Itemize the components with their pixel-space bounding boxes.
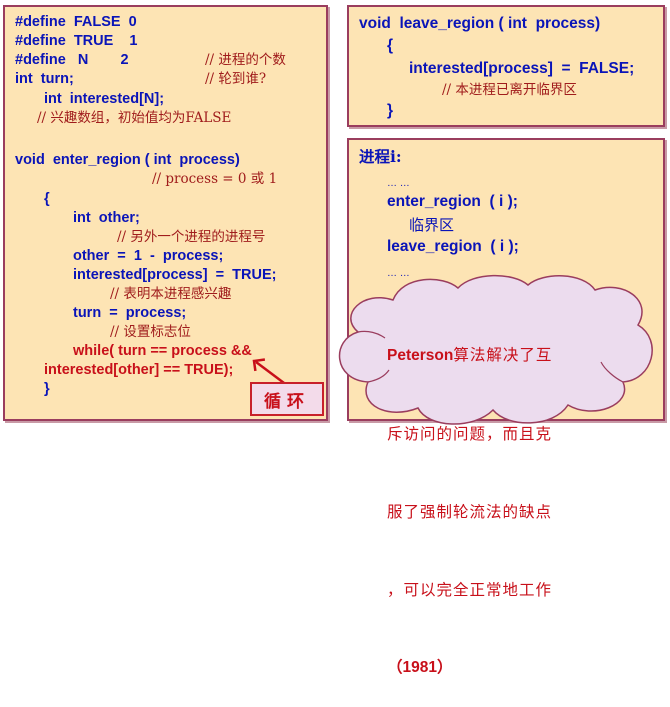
open-brace: {	[387, 37, 394, 54]
process-i-title: 进程i:	[359, 147, 402, 166]
int-turn-line: int turn;	[15, 71, 74, 87]
enter-region-code-panel: #define FALSE 0 #define TRUE 1 #define N…	[3, 5, 328, 421]
open-brace: {	[44, 191, 50, 207]
loop-label: 循环	[250, 382, 324, 416]
peterson-word: Peterson	[387, 347, 454, 364]
callout-line-3: 服了强制轮流法的缺点	[387, 503, 553, 521]
close-brace: }	[44, 381, 50, 397]
other-assign-line: other = 1 - process;	[73, 248, 224, 264]
comment-left-critical-region: // 本进程已离开临界区	[442, 82, 577, 98]
while-loop-line-1: while( turn == process &&	[73, 343, 252, 359]
define-n-line: #define N 2	[15, 52, 129, 68]
comment-other-process: // 另外一个进程的进程号	[117, 229, 266, 245]
ellipsis-before: … …	[387, 178, 410, 189]
leave-region-call: leave_region ( i );	[387, 238, 519, 255]
close-brace: }	[387, 102, 394, 119]
int-other-line: int other;	[73, 210, 140, 226]
ellipsis-after: … …	[387, 268, 410, 279]
callout-line-2: 斥访问的问题，而且克	[387, 425, 553, 443]
comment-interest-array: // 兴趣数组，初始值均为FALSE	[37, 110, 232, 126]
turn-assign-line: turn = process;	[73, 305, 187, 321]
interested-true-line: interested[process] = TRUE;	[73, 267, 277, 283]
while-loop-line-2: interested[other] == TRUE);	[44, 362, 234, 378]
define-false-line: #define FALSE 0	[15, 14, 137, 30]
enter-region-signature: void enter_region ( int process)	[15, 152, 240, 168]
cloud-callout-shape	[338, 274, 653, 425]
comment-process-count: // 进程的个数	[205, 52, 286, 68]
critical-region-label: 临界区	[409, 216, 455, 234]
int-interested-line: int interested[N];	[44, 91, 165, 107]
comment-show-interest: // 表明本进程感兴趣	[110, 286, 232, 302]
callout-line-1: 算法解决了互	[453, 346, 553, 364]
leave-region-signature: void leave_region ( int process)	[359, 15, 601, 32]
leave-region-code-panel: void leave_region ( int process) { inter…	[347, 5, 665, 127]
interested-false-line: interested[process] = FALSE;	[409, 60, 635, 77]
arrow-icon	[252, 358, 285, 384]
comment-process-values: // process = 0 或 1	[152, 171, 278, 187]
define-true-line: #define TRUE 1	[15, 33, 138, 49]
peterson-callout-text: Peterson算法解决了互 斥访问的问题，而且克 服了强制轮流法的缺点 ，可以…	[387, 290, 552, 707]
enter-region-call: enter_region ( i );	[387, 193, 518, 210]
callout-line-4: ，可以完全正常地工作	[387, 581, 553, 599]
comment-whose-turn: // 轮到谁?	[205, 71, 267, 87]
comment-set-flag: // 设置标志位	[110, 324, 191, 340]
callout-year: （1981）	[387, 659, 453, 676]
